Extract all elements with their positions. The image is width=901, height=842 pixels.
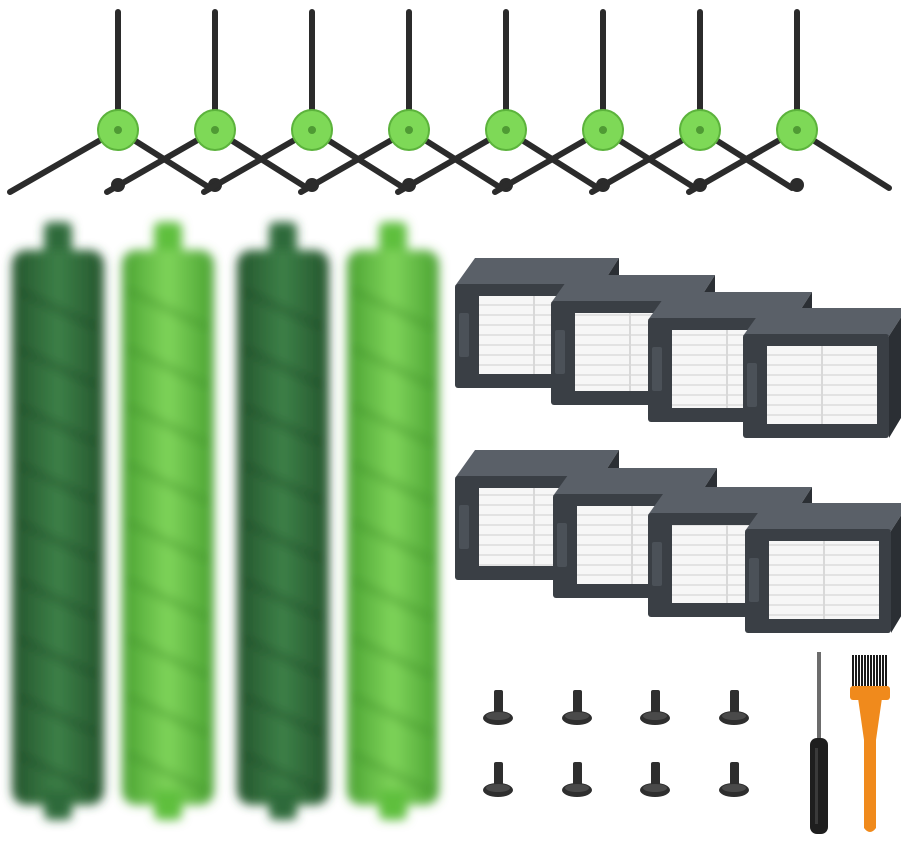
roller-brush-group <box>12 222 439 820</box>
screw-icon <box>562 762 592 797</box>
screw-group <box>483 690 749 797</box>
side-brush-row <box>7 9 892 195</box>
hepa-filter-icon <box>745 503 901 633</box>
screw-icon <box>562 690 592 725</box>
screw-icon <box>640 690 670 725</box>
screw-icon <box>483 690 513 725</box>
roller-brush-icon <box>237 222 329 820</box>
roller-brush-icon <box>122 222 214 820</box>
screwdriver-icon <box>810 652 828 834</box>
tools-group <box>810 652 890 834</box>
side-brush-icon <box>7 9 213 195</box>
side-brush-icon <box>395 9 601 195</box>
side-brush-icon <box>492 9 698 195</box>
screw-icon <box>483 762 513 797</box>
screw-icon <box>719 762 749 797</box>
hepa-filter-icon <box>743 308 901 438</box>
hepa-filter-group <box>455 258 901 633</box>
screw-icon <box>640 762 670 797</box>
side-brush-icon <box>201 9 407 195</box>
roller-brush-icon <box>12 222 104 820</box>
side-brush-icon <box>298 9 504 195</box>
side-brush-icon <box>686 9 892 195</box>
screw-icon <box>719 690 749 725</box>
roller-brush-icon <box>347 222 439 820</box>
side-brush-icon <box>589 9 795 195</box>
side-brush-icon <box>104 9 310 195</box>
cleaning-brush-icon <box>850 655 890 832</box>
